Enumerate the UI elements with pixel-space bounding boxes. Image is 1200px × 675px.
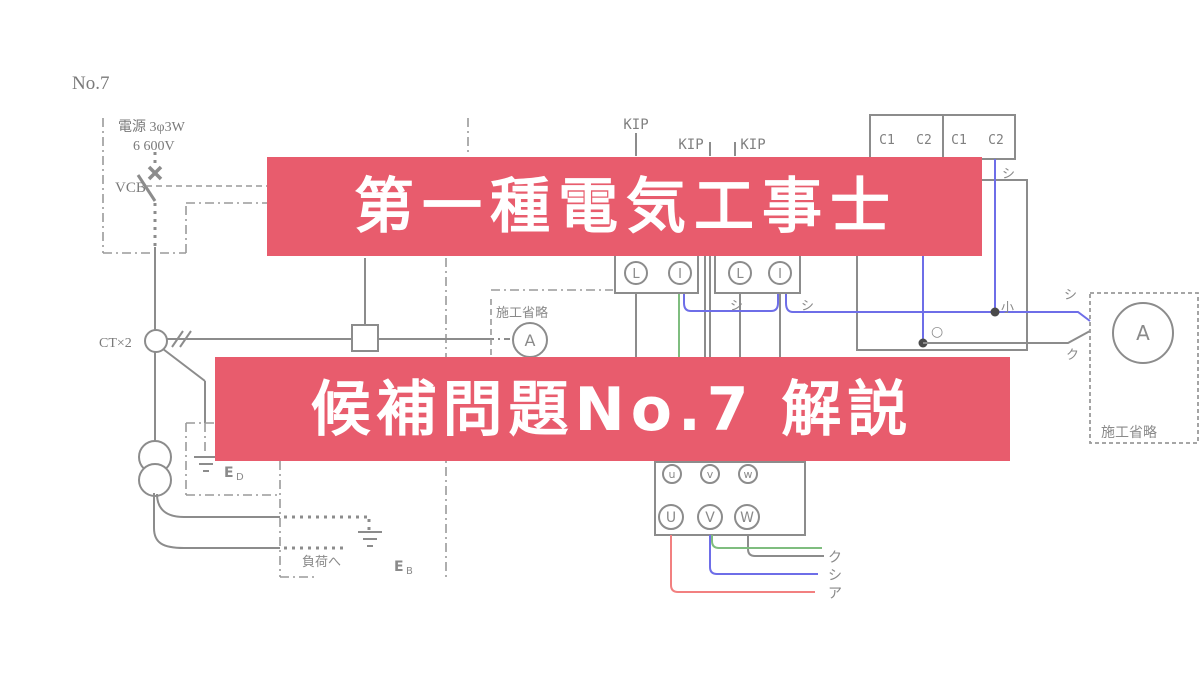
banner-primary: 第一種電気工事士 — [267, 157, 982, 256]
box1-l-label: L — [632, 267, 640, 282]
vcb-blade — [136, 174, 157, 202]
w-lower-label: w — [744, 468, 753, 481]
box1-i-label: I — [678, 267, 682, 282]
transformer-coil-2 — [138, 463, 172, 497]
ground-b-label: E — [394, 559, 404, 575]
li-terminal-boxes: L I L I シ シ — [614, 252, 814, 357]
v-upper-label: V — [705, 510, 715, 526]
shi-box1-tag: シ — [730, 299, 743, 314]
shi-out-tag: シ — [828, 568, 842, 584]
u-lower-label: u — [669, 468, 676, 481]
uvw-terminal-box: u v w U V W — [654, 461, 806, 536]
v-lower-label: v — [707, 468, 714, 481]
meter-box-symbol — [351, 324, 379, 352]
ku-meter-tag: ク — [1066, 348, 1079, 363]
load-label: 負荷へ — [302, 555, 341, 570]
wire-green — [711, 535, 822, 549]
right-ammeter-label: A — [1136, 321, 1150, 345]
ct-symbol — [144, 329, 168, 353]
ct-terminal-block: C1 C2 C1 C2 — [869, 114, 1016, 160]
u-upper-label: U — [666, 510, 676, 526]
source-label: 電源 3φ3W — [118, 119, 186, 135]
middle-meter-caption: 施工省略 — [496, 305, 548, 321]
right-ammeter — [1112, 302, 1174, 364]
disconnect-x-icon — [147, 165, 163, 181]
ct-label: CT×2 — [99, 336, 132, 351]
ct-section: CT×2 — [99, 258, 512, 353]
ground-b-sub: B — [406, 566, 413, 577]
page-note: No.7 — [72, 73, 109, 94]
middle-ammeter-label: A — [525, 331, 536, 350]
kip-leads: KIP KIP KIP — [623, 117, 766, 156]
shi-box2-tag: シ — [801, 299, 814, 314]
ground-d-label: E — [224, 465, 234, 481]
ku-out-tag: ク — [828, 550, 842, 566]
box2-i-label: I — [778, 267, 782, 282]
banner-secondary-text: 候補問題No.7 解説 — [311, 375, 914, 445]
shi-meter-tag: シ — [1064, 288, 1077, 303]
secondary-wires: ク シ ア — [670, 535, 842, 602]
ground-d-icon — [194, 456, 218, 472]
wire-gray-ku — [747, 535, 824, 557]
banner-primary-bg — [267, 157, 982, 256]
small-tag: 小 — [1001, 301, 1014, 316]
source-voltage: 6 600V — [133, 139, 175, 154]
wire-red-a — [670, 535, 815, 593]
circle-tag: ○ — [931, 324, 943, 340]
banner-primary-text: 第一種電気工事士 — [354, 172, 898, 242]
right-meter-section: A 施工省略 — [1089, 292, 1199, 444]
c1b-label: C1 — [951, 133, 967, 148]
banner-secondary: 候補問題No.7 解説 — [215, 357, 1010, 461]
banner-secondary-bg — [215, 357, 1010, 461]
c1a-label: C1 — [879, 133, 895, 148]
box2-l-label: L — [736, 267, 744, 282]
kip-label-2: KIP — [678, 137, 703, 153]
transformer-section: E D E B 負荷へ — [138, 348, 413, 578]
shi-c2-tag: シ — [1002, 167, 1015, 182]
kip-label-1: KIP — [623, 117, 648, 133]
kip-label-3: KIP — [740, 137, 765, 153]
w-upper-label: W — [740, 510, 754, 526]
ground-b-icon — [358, 531, 382, 547]
vcb-label: VCB — [115, 180, 146, 196]
a-out-tag: ア — [828, 586, 842, 602]
wire-blue-shi — [709, 535, 818, 575]
c2b-label: C2 — [988, 133, 1004, 148]
right-meter-dashed-box — [1089, 292, 1199, 444]
middle-meter-section: 施工省略 A — [490, 289, 613, 358]
ground-d-sub: D — [236, 472, 244, 483]
c2a-label: C2 — [916, 133, 932, 148]
junction-dot-small — [990, 307, 1000, 317]
right-meter-caption: 施工省略 — [1101, 425, 1157, 441]
